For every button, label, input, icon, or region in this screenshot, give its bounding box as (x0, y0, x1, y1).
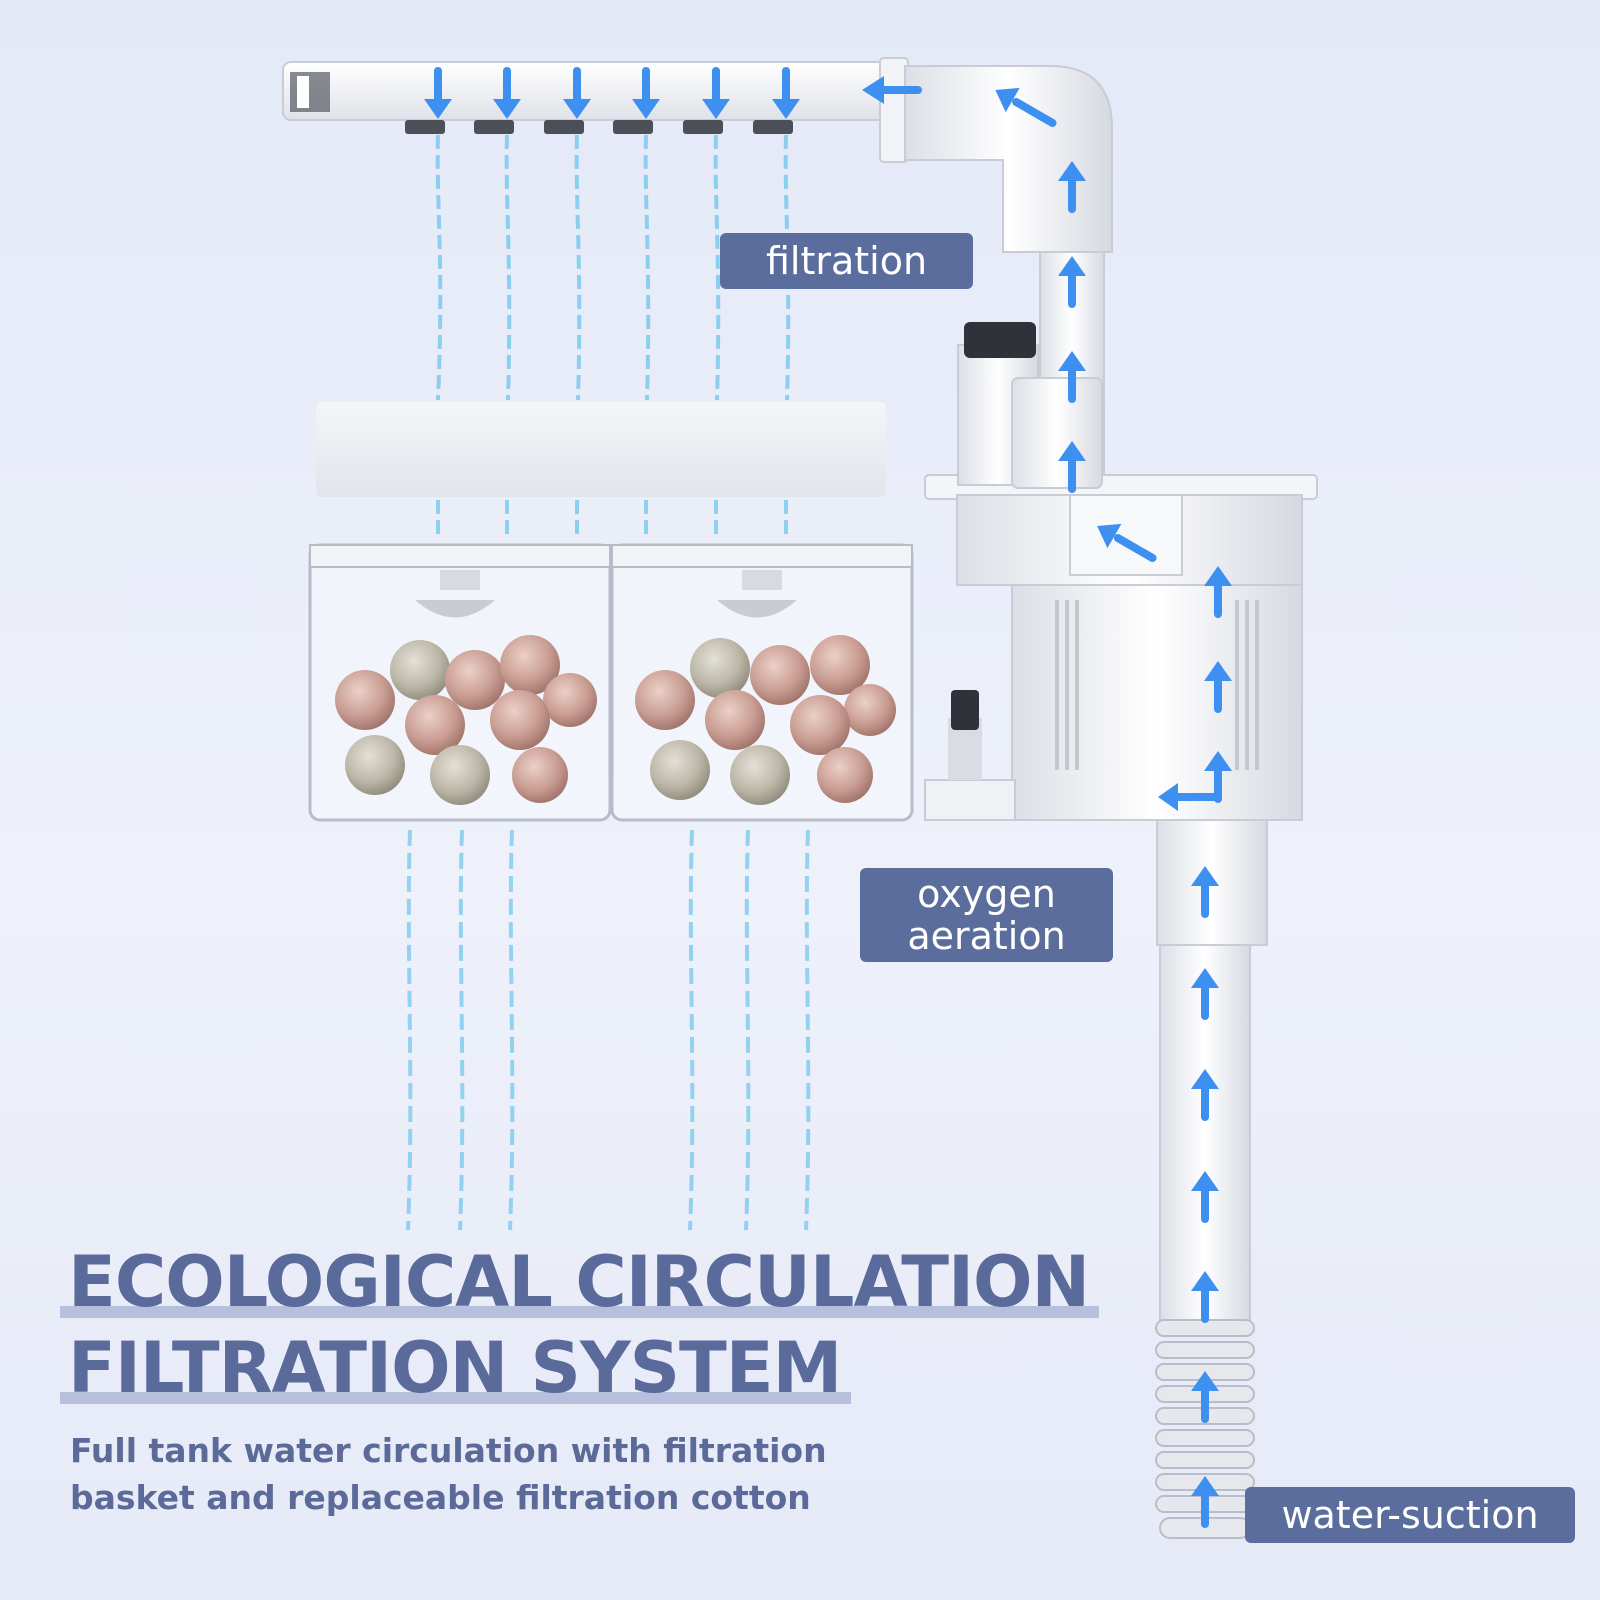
subtitle: Full tank water circulation with filtrat… (70, 1427, 850, 1521)
bio-ceramic-balls (335, 635, 896, 805)
filter-cotton (316, 402, 886, 497)
oxygen-label-line2: aeration (907, 914, 1066, 958)
headline-line1: ECOLOGICAL CIRCULATION (60, 1241, 1100, 1323)
subtitle-line1: Full tank water circulation with filtrat… (70, 1431, 827, 1470)
flow-arrows-turn (862, 76, 1222, 811)
pump-body (924, 322, 1318, 821)
intake-tube (1156, 819, 1268, 1336)
headline-underline-bar (60, 1392, 852, 1404)
headline-underline-bar (60, 1306, 1100, 1318)
headline-line1-text: ECOLOGICAL CIRCULATION (68, 1241, 1090, 1323)
filtration-label: filtration (720, 233, 973, 289)
headline-line2: FILTRATION SYSTEM (60, 1327, 852, 1409)
water-streams-lower (406, 829, 811, 1231)
filtration-label-text: filtration (765, 239, 928, 283)
oxygen-label-line1: oxygen (917, 872, 1056, 916)
headline-line2-text: FILTRATION SYSTEM (68, 1327, 842, 1409)
spray-bar (282, 57, 909, 163)
water-suction-label: water-suction (1245, 1487, 1575, 1543)
oxygen-aeration-label: oxygen aeration (860, 868, 1113, 962)
subtitle-line2: basket and replaceable filtration cotton (70, 1478, 811, 1517)
water-suction-label-text: water-suction (1281, 1493, 1539, 1537)
